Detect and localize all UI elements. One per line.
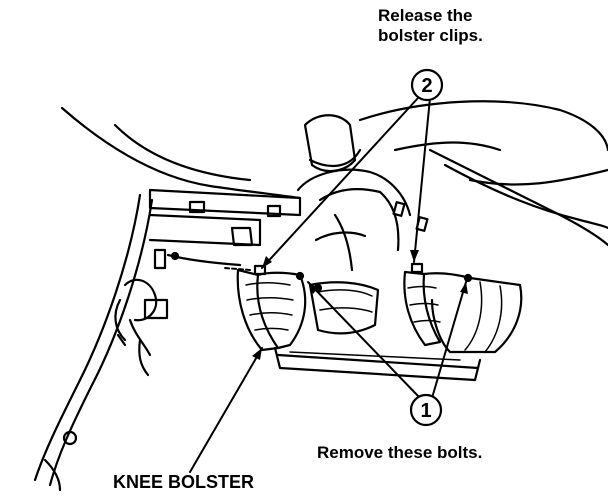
knee-bolster-right bbox=[403, 262, 523, 354]
release-clips-label: Release the bolster clips. bbox=[378, 6, 483, 46]
callout-1-number: 1 bbox=[420, 400, 431, 422]
steering-column bbox=[296, 114, 429, 272]
arrowheads bbox=[252, 250, 468, 360]
callout-leaders bbox=[189, 97, 467, 473]
remove-bolts-label: Remove these bolts. bbox=[317, 443, 483, 462]
callout-2-number: 2 bbox=[421, 75, 432, 97]
left-pillar bbox=[33, 193, 154, 492]
release-label-line2: bolster clips. bbox=[378, 26, 483, 45]
knee-bolster-label: KNEE BOLSTER bbox=[113, 472, 255, 492]
dash-bracket bbox=[114, 188, 302, 377]
release-label-line1: Release the bbox=[378, 6, 473, 25]
knee-bolster-left bbox=[236, 264, 307, 352]
callout-2-circle bbox=[410, 68, 444, 102]
knee-bolster-center bbox=[273, 281, 482, 382]
dashboard-outline bbox=[60, 100, 608, 247]
callout-1-circle bbox=[409, 393, 443, 427]
